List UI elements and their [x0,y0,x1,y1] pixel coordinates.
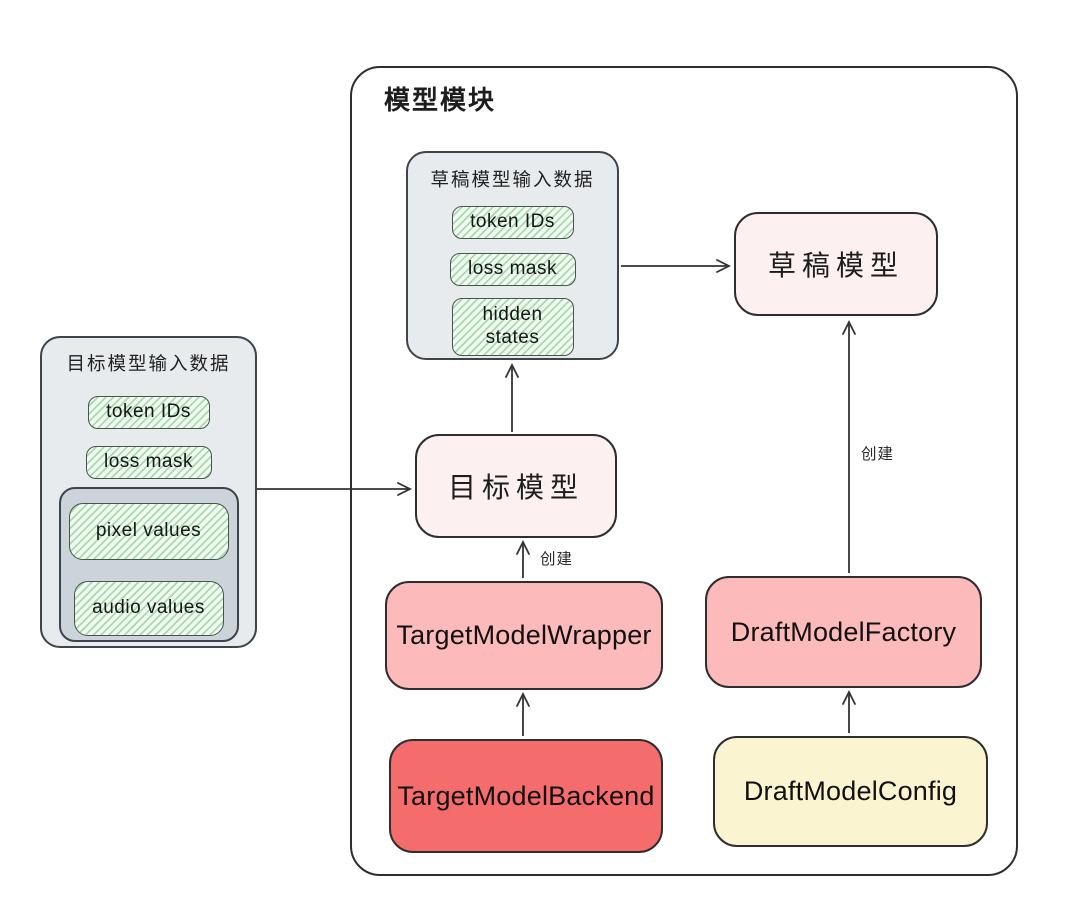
node-target-model: 目标模型 [415,434,617,538]
node-draft-model: 草稿模型 [734,212,938,316]
draft-input-token-ids: token IDs [451,206,574,239]
draft-input-hidden-states: hidden states [451,298,574,356]
target-input-loss-mask: loss mask [85,446,212,479]
target-input-group-title: 目标模型输入数据 [66,353,231,374]
draft-input-group: 草稿模型输入数据 token IDs loss mask hidden stat… [406,151,619,360]
target-input-token-ids: token IDs [87,396,210,429]
module-title: 模型模块 [384,85,497,115]
node-target-model-backend: TargetModelBackend [389,739,663,853]
target-input-media-subgroup: pixel values audio values [58,487,239,642]
target-input-pixel-values: pixel values [68,503,229,560]
draft-input-group-title: 草稿模型输入数据 [430,169,595,190]
target-input-group: 目标模型输入数据 token IDs loss mask pixel value… [40,336,257,648]
target-input-audio-values: audio values [73,581,224,636]
edge-label-create-draft: 创建 [861,446,895,463]
node-draft-model-factory: DraftModelFactory [705,576,982,688]
node-target-model-wrapper: TargetModelWrapper [385,581,663,690]
edge-label-create-target: 创建 [540,551,574,568]
node-draft-model-config: DraftModelConfig [713,736,988,847]
draft-input-loss-mask: loss mask [449,253,576,286]
